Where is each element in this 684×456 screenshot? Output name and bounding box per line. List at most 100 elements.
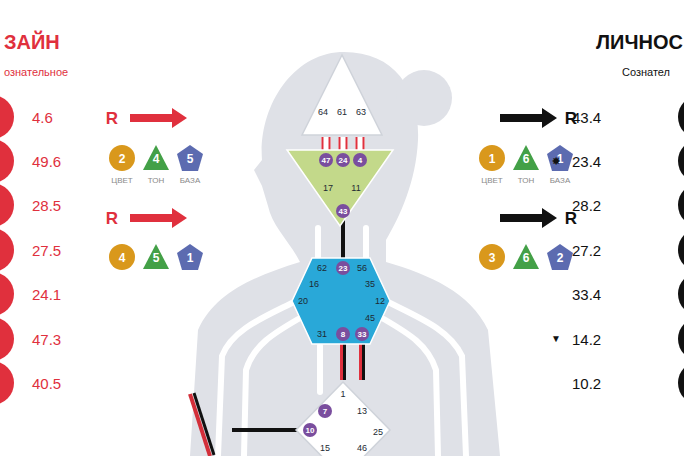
- variable-symbol: 6ТОН: [512, 144, 540, 172]
- column-subheading: Сознател: [622, 67, 670, 78]
- gate-number: 47: [322, 157, 331, 165]
- gate-number: 62: [317, 264, 327, 273]
- gate-circle: 7: [317, 403, 333, 419]
- gate-circle: 8: [335, 326, 351, 342]
- planet-value: 47.3: [32, 332, 61, 347]
- variable-label: ТОН: [148, 177, 165, 185]
- direction-arrow: [130, 108, 187, 128]
- gate-number: 15: [320, 444, 330, 453]
- gate-number: 5: [153, 252, 160, 264]
- node-outline: [300, 55, 384, 137]
- silhouette: [190, 52, 500, 456]
- gate-number: 8: [341, 331, 345, 339]
- gate-circle: 47: [318, 152, 334, 168]
- center-shape: 64 61 63: [300, 55, 384, 137]
- gate-number: 6: [523, 153, 530, 165]
- variable-label: ЦВЕТ: [111, 177, 132, 185]
- variable-symbol: 2: [546, 243, 574, 271]
- column-heading: ЛИЧНОС: [596, 32, 683, 52]
- gate-number: 56: [357, 264, 367, 273]
- planet-value: 10.2: [572, 376, 601, 391]
- gate-number: 4: [119, 252, 126, 264]
- gate-number: 17: [323, 184, 333, 193]
- status-symbol: ✸: [551, 156, 560, 167]
- gate-number: 3: [489, 252, 496, 264]
- variable-symbol: 4: [108, 243, 136, 271]
- direction-arrow: [500, 108, 557, 128]
- planet-value: 24.1: [32, 287, 61, 302]
- channel-stripe: [359, 342, 362, 380]
- variable-symbol: 4ТОН: [142, 144, 170, 172]
- planet-value: 28.5: [32, 198, 61, 213]
- gate-number: 4: [358, 157, 362, 165]
- gate-circle: 43: [335, 203, 351, 219]
- planet-value: 49.6: [32, 154, 61, 169]
- gate-number: 43: [339, 208, 348, 216]
- direction-arrow: [500, 208, 557, 228]
- direction-letter: R: [106, 210, 118, 227]
- planet-value: 27.5: [32, 243, 61, 258]
- planet-circles: [0, 95, 14, 405]
- variable-label: БАЗА: [550, 177, 571, 185]
- gate-number: 10: [306, 427, 315, 435]
- planet-value: 23.4: [572, 154, 601, 169]
- center-shape: 17 11 47 24 4 43: [286, 148, 394, 228]
- column-subheading: ознательное: [4, 67, 68, 78]
- center-shape: 62 56 16 35 20 1245 31 23 8 33: [290, 256, 392, 346]
- planet-value: 14.2: [572, 332, 601, 347]
- planet-value: 40.5: [32, 376, 61, 391]
- gate-number: 31: [317, 330, 327, 339]
- gate-number: 6: [523, 252, 530, 264]
- direction-arrow: [130, 208, 187, 228]
- planet-value: 4.6: [32, 110, 53, 125]
- gate-number: 46: [357, 444, 367, 453]
- direction-letter: R: [565, 110, 577, 127]
- gate-number: 11: [351, 184, 360, 193]
- gate-number: 45: [365, 314, 375, 323]
- channel-line: [342, 342, 345, 380]
- variable-label: БАЗА: [180, 177, 201, 185]
- gate-circle: 23: [335, 260, 351, 276]
- variable-symbol: 1ЦВЕТ: [478, 144, 506, 172]
- channel-stripe: [343, 342, 346, 380]
- gate-number: 13: [357, 407, 367, 416]
- gate-number: 2: [119, 153, 126, 165]
- channel-line: [343, 219, 344, 260]
- variable-symbol: 2ЦВЕТ: [108, 144, 136, 172]
- variable-label: ТОН: [518, 177, 535, 185]
- gate-number: 4: [153, 153, 160, 165]
- active-channel: [194, 393, 214, 455]
- variable-symbol: 5БАЗА: [176, 144, 204, 172]
- planet-value: 33.4: [572, 287, 601, 302]
- gate-number: 61: [337, 108, 347, 117]
- gate-number: 12: [375, 297, 385, 306]
- column-heading: ЗАЙН: [4, 32, 60, 52]
- gate-number: 16: [309, 280, 319, 289]
- gate-number: 24: [339, 157, 348, 165]
- gate-number: 5: [187, 153, 194, 165]
- gate-number: 64: [318, 108, 328, 117]
- channel-stripe: [341, 219, 345, 260]
- center-shape: 113251546710: [294, 380, 392, 456]
- planet-value: 27.2: [572, 243, 601, 258]
- gate-number: 35: [365, 280, 375, 289]
- gate-circle: 10: [302, 422, 318, 438]
- gate-number: 63: [356, 108, 366, 117]
- channel-stripe: [362, 342, 365, 380]
- gate-number: 1: [340, 390, 345, 399]
- variable-symbol: 1: [176, 243, 204, 271]
- planet-circles: [678, 95, 684, 405]
- status-symbol: ▼: [551, 334, 561, 344]
- direction-letter: R: [565, 210, 577, 227]
- variable-symbol: 6: [512, 243, 540, 271]
- gate-number: 20: [298, 297, 308, 306]
- gate-circle: 33: [354, 326, 370, 342]
- direction-letter: R: [106, 110, 118, 127]
- active-channel: [190, 394, 210, 456]
- gate-number: 2: [557, 252, 564, 264]
- variable-symbol: 5: [142, 243, 170, 271]
- gate-circle: 24: [335, 152, 351, 168]
- variable-symbol: 3: [478, 243, 506, 271]
- active-channel: [232, 428, 298, 432]
